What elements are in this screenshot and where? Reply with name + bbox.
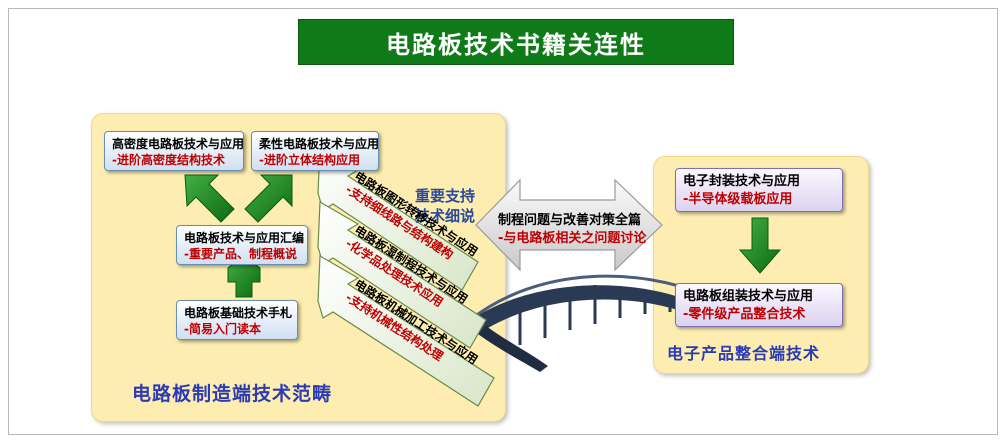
- packaging-book-box: 电子封装技术与应用 -半导体级载板应用: [675, 168, 843, 212]
- support-label-line2: 技术细说: [415, 207, 476, 226]
- compendium-book-title: 电路板技术与应用汇编: [184, 231, 305, 245]
- basics-book-title: 电路板基础技术手札: [184, 306, 293, 320]
- manufacturing-label: 电路板制造端技术范畴: [132, 383, 333, 405]
- packaging-book-subtitle: -半导体级载板应用: [683, 191, 793, 207]
- compendium-book-box: 电路板技术与应用汇编 -重要产品、制程概说: [176, 225, 308, 265]
- diagram-title: 电路板技术书籍关连性: [298, 19, 734, 65]
- double-arrow-icon: [475, 178, 663, 272]
- support-label: 重要支持 技术细说: [415, 186, 475, 227]
- basics-book-box: 电路板基础技术手札 -简易入门读本: [176, 300, 298, 340]
- hdi-book-title: 高密度电路板技术与应用: [112, 137, 245, 151]
- up-right-arrow-icon: [244, 174, 293, 223]
- flex-book-subtitle: -进阶立体结构应用: [259, 153, 360, 168]
- troubleshooting-text: 制程问题与改善对策全篇 -与电路板相关之问题讨论: [498, 212, 646, 248]
- hdi-book-subtitle: -进阶高密度结构技术: [112, 153, 225, 168]
- packaging-book-title: 电子封装技术与应用: [683, 174, 801, 189]
- down-arrow-icon: [738, 217, 782, 274]
- hdi-book-box: 高密度电路板技术与应用 -进阶高密度结构技术: [104, 131, 244, 171]
- up-left-arrow-icon: [184, 174, 235, 223]
- compendium-book-subtitle: -重要产品、制程概说: [184, 247, 297, 262]
- troubleshooting-title: 制程问题与改善对策全篇: [498, 213, 642, 228]
- support-arrows: [317, 146, 495, 407]
- assembly-book-title: 电路板组装技术与应用: [683, 289, 814, 304]
- flex-book-title: 柔性电路板技术与应用: [259, 137, 380, 151]
- flex-book-box: 柔性电路板技术与应用 -进阶立体结构应用: [251, 131, 379, 171]
- assembly-book-box: 电路板组装技术与应用 -零件级产品整合技术: [675, 283, 843, 327]
- support-label-line1: 重要支持: [415, 187, 476, 205]
- integration-label: 电子产品整合端技术: [667, 344, 821, 363]
- assembly-book-subtitle: -零件级产品整合技术: [683, 306, 806, 322]
- bridge-icon: [469, 274, 706, 372]
- basics-book-subtitle: -简易入门读本: [184, 322, 261, 337]
- troubleshooting-subtitle: -与电路板相关之问题讨论: [498, 231, 647, 247]
